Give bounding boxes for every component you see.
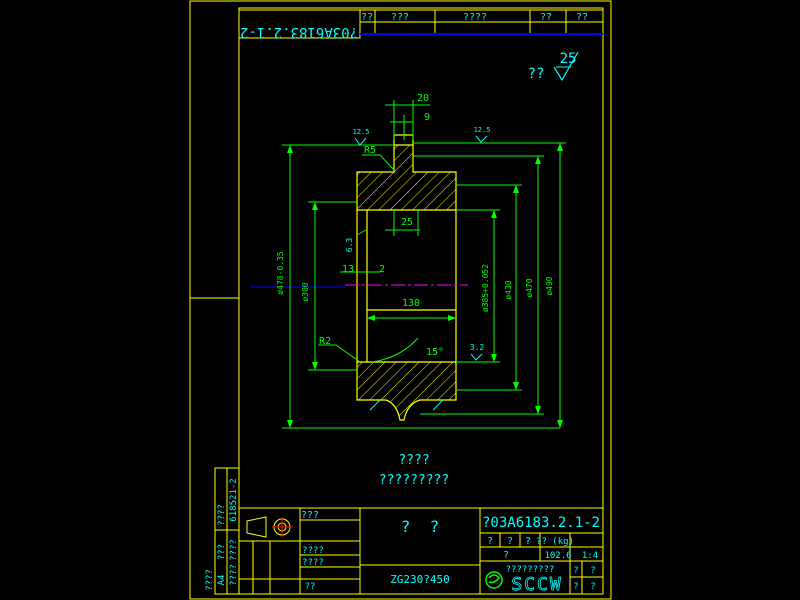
dim-dia385: ø385+0.052 — [481, 264, 490, 312]
dim-2: 2 — [379, 264, 385, 275]
side-label: ???? — [229, 539, 239, 561]
title-block — [238, 507, 604, 595]
sheet-cell: ? — [590, 582, 595, 592]
side-label: ???? — [205, 569, 215, 591]
dim-13: 13 — [342, 264, 354, 275]
titleblock-cell: ?? — [305, 582, 316, 592]
company-text: ????????? — [506, 565, 555, 575]
lower-rim-section — [356, 361, 457, 421]
dim-dia490: ø490 — [545, 276, 554, 295]
top-code-text: ?03A6183.2.1-2 — [240, 24, 358, 40]
dim-25: 25 — [401, 217, 413, 228]
mass-label: ?? (kg) — [536, 537, 574, 547]
dimension-lines — [282, 100, 566, 429]
upper-rim-section — [356, 144, 457, 211]
roughness-symbol-icon — [553, 51, 579, 82]
part-code: ?03A6183.2.1-2 — [482, 515, 600, 531]
titleblock-cell: ???? — [302, 558, 324, 568]
titleblock-cell: ???? — [302, 546, 324, 556]
side-label: A4 — [217, 575, 227, 586]
dim-r2: R2 — [319, 336, 331, 347]
projection-symbol-icon — [246, 516, 293, 538]
technical-notes-title: ???? — [398, 453, 429, 468]
company-logo-text: SCCW — [511, 574, 562, 595]
side-label: ??? — [217, 544, 227, 560]
top-table-cell: ???? — [463, 12, 487, 23]
sheet-cell: ? — [590, 566, 595, 576]
dim-130: 130 — [402, 298, 420, 309]
dim-9: 9 — [424, 112, 430, 123]
side-label: ???? — [217, 504, 227, 526]
dimension-arrows — [287, 143, 563, 428]
sheet-border — [189, 0, 612, 600]
material-text: ZG230?450 — [390, 573, 450, 586]
dim-roughness-3-2: 3.2 — [470, 343, 485, 352]
dim-angle15: 15° — [426, 347, 444, 358]
dim-roughness-left: 12.5 — [353, 128, 370, 136]
part-name: ? ? — [401, 517, 440, 536]
sheet-cell: ? — [573, 566, 578, 576]
scale-label-cell: ? — [487, 536, 493, 547]
side-label: 618521-2 — [229, 478, 239, 521]
scale-label-cell: ? — [525, 536, 531, 547]
top-table-cell: ?? — [540, 12, 552, 23]
top-table-cell: ??? — [391, 12, 409, 23]
scale-label-cell: ? — [507, 536, 513, 547]
roughness-value: 25 — [560, 51, 577, 67]
scale-label-cell: ? — [503, 550, 509, 561]
side-label: ???? — [229, 564, 239, 586]
top-table: ?? ??? ???? ?? ?? — [359, 9, 604, 35]
dim-r5: R5 — [364, 145, 376, 156]
dim-dia300: ø300 — [301, 282, 310, 301]
mass-value: 102.6 — [544, 551, 571, 561]
dim-roughness-right: 12.5 — [474, 126, 491, 134]
titleblock-cell: ??? — [301, 510, 319, 521]
company-logo-icon — [485, 571, 503, 589]
dim-6-3: 6.3 — [345, 238, 354, 253]
technical-notes-text: ????????? — [379, 473, 449, 488]
dim-20: 20 — [417, 93, 429, 104]
dim-dia430: ø430 — [504, 280, 513, 299]
top-table-cell: ?? — [361, 12, 373, 23]
sheet-cell: ? — [573, 582, 578, 592]
top-table-cell: ?? — [576, 12, 588, 23]
roughness-mark-icons — [354, 135, 488, 411]
scale-value: 1:4 — [582, 551, 598, 561]
dim-dia478: ø478-0.35 — [276, 251, 285, 295]
dim-dia470: ø470 — [525, 278, 534, 297]
roughness-label: ?? — [528, 66, 545, 82]
